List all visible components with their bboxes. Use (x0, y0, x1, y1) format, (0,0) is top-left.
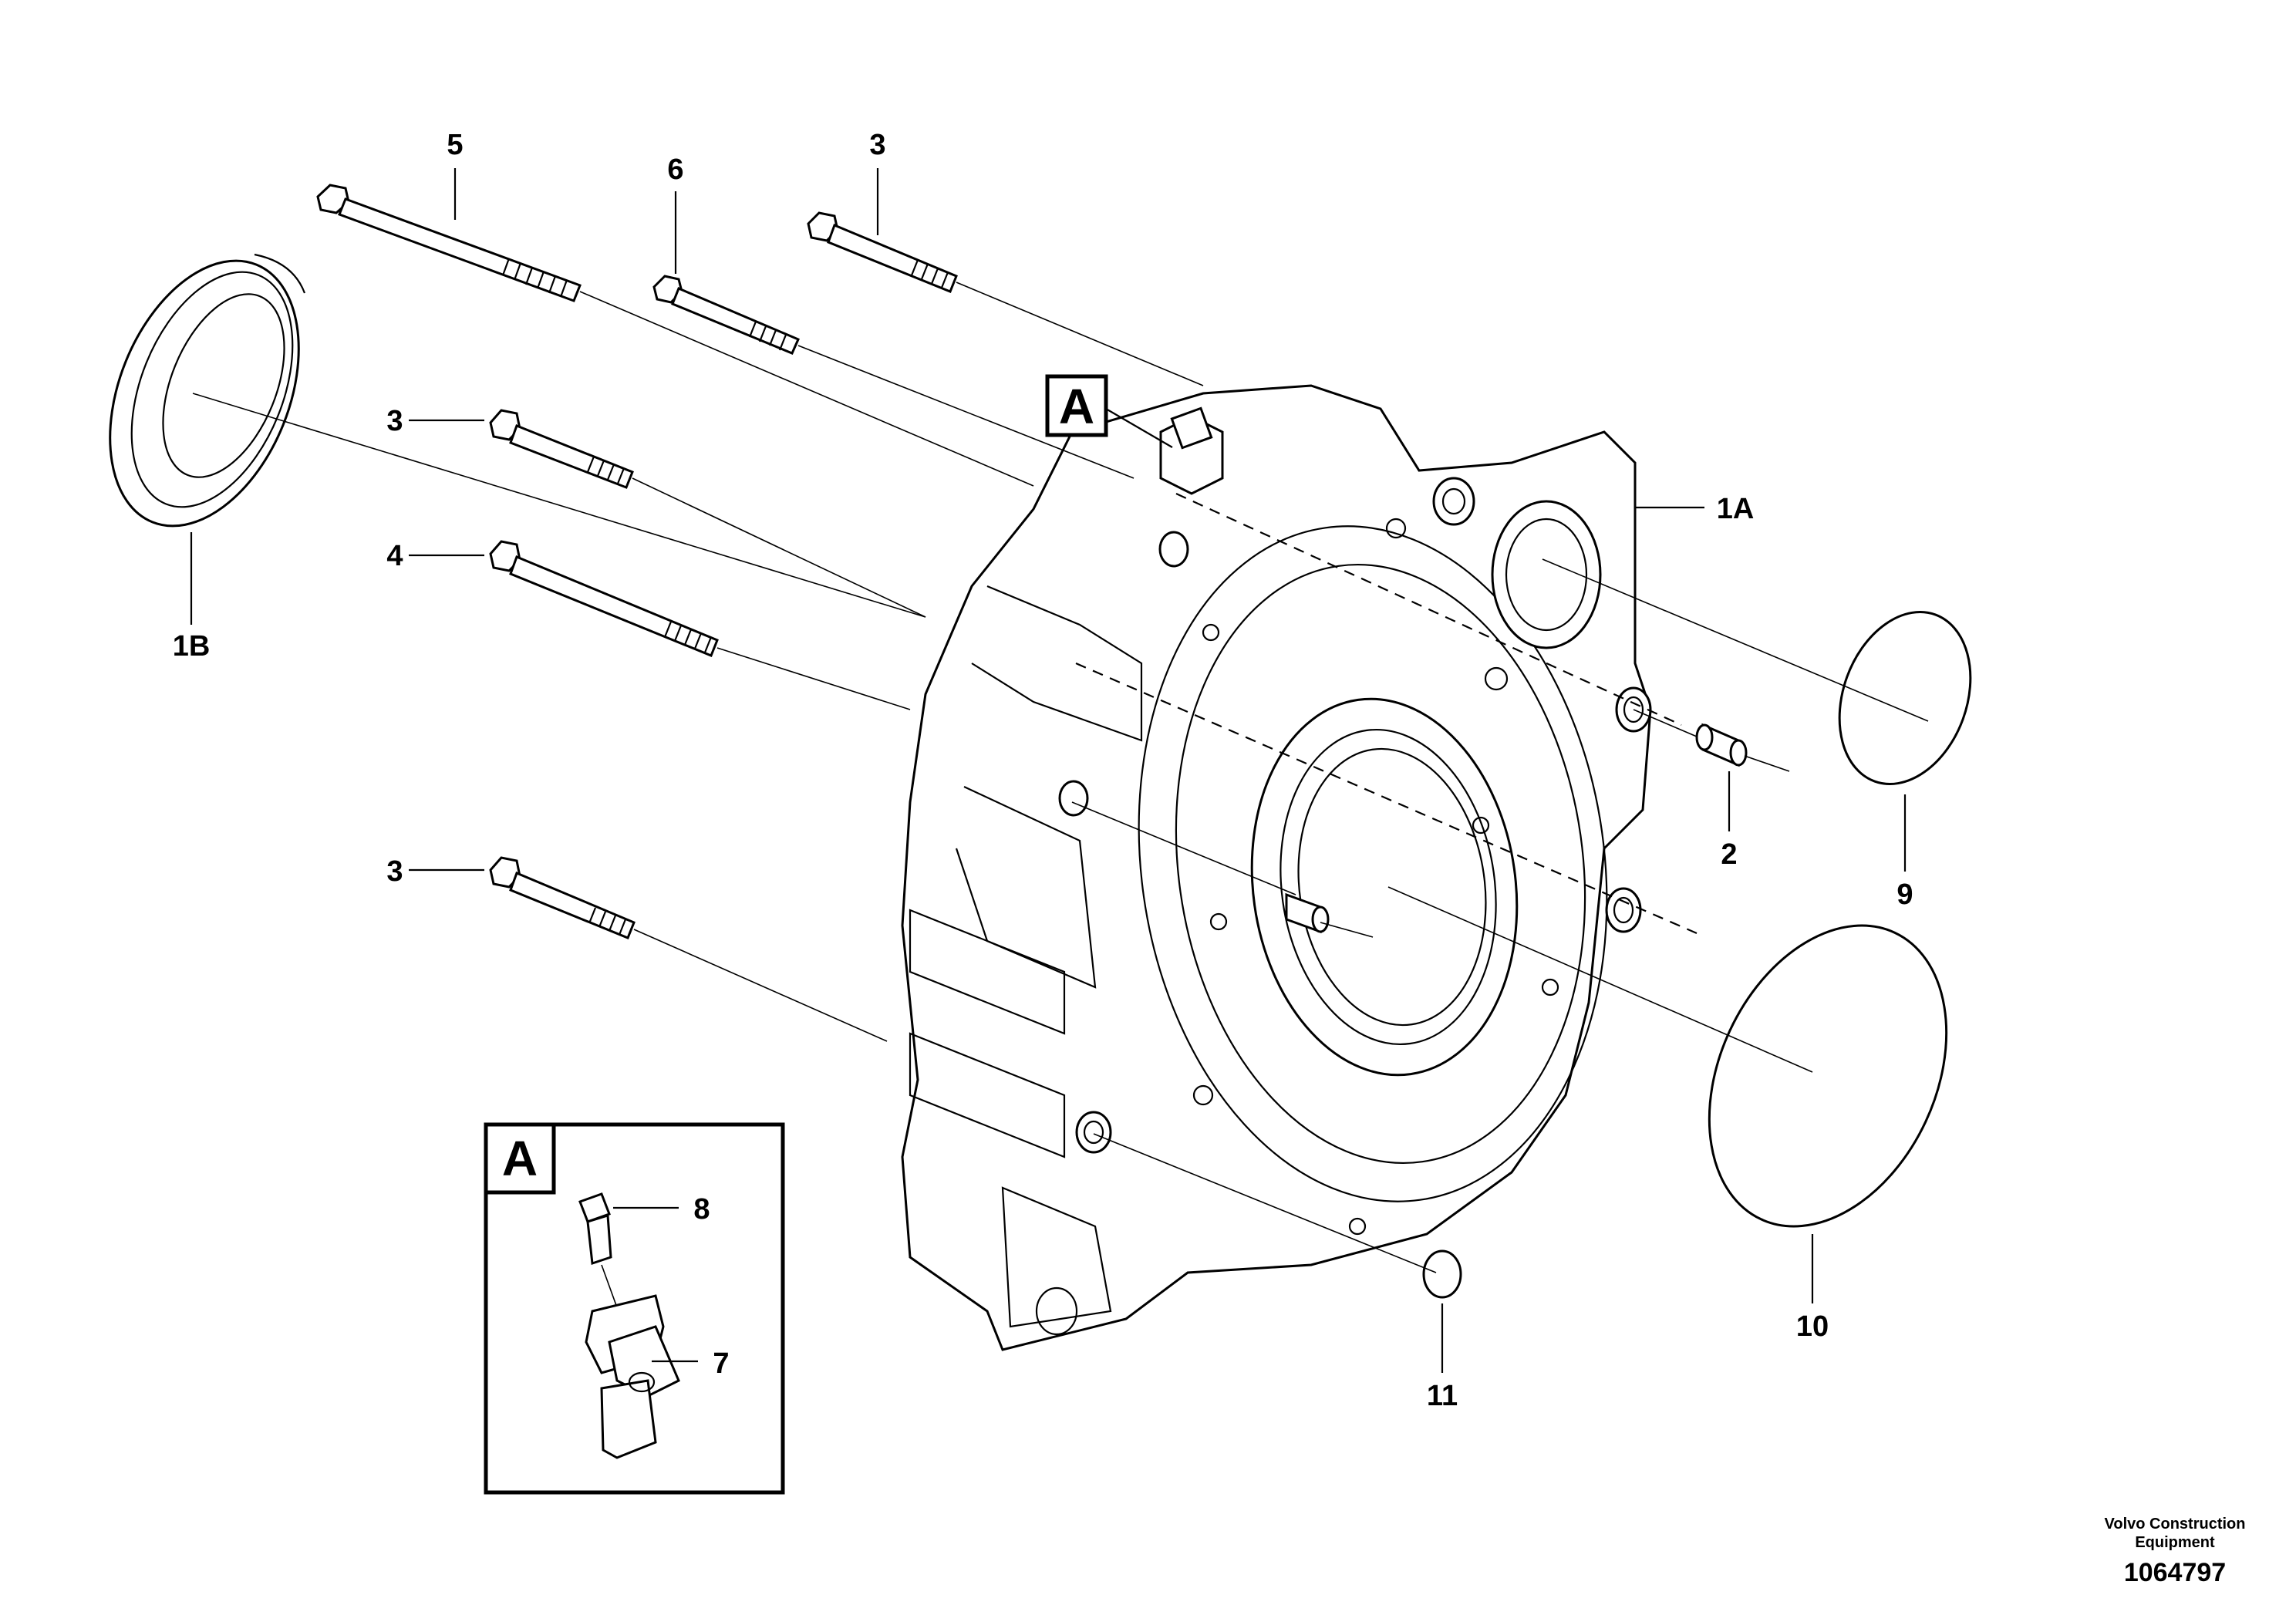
detail-marker-A-label: A (1059, 379, 1094, 434)
callout-7: 7 (713, 1347, 729, 1380)
callout-3-low: 3 (386, 855, 403, 888)
flywheel-housing-1A (901, 384, 1652, 1351)
seal-ring-1B (109, 253, 306, 528)
callout-3-mid: 3 (386, 405, 403, 437)
callout-4: 4 (386, 540, 403, 572)
bolt-6 (652, 275, 800, 355)
callout-1B: 1B (173, 630, 211, 663)
callout-10: 10 (1796, 1310, 1829, 1343)
drawing-number: 1064797 (2124, 1558, 2226, 1587)
callout-3-top: 3 (869, 129, 885, 161)
o-ring-11 (1422, 1249, 1462, 1299)
bolt-3-low (489, 856, 636, 939)
o-ring-10 (1708, 924, 1948, 1228)
bolt-5 (316, 184, 582, 302)
detail-marker-A (1045, 374, 1173, 448)
callout-1A: 1A (1717, 493, 1755, 525)
callout-11: 11 (1427, 1380, 1458, 1412)
callout-8: 8 (693, 1193, 710, 1226)
bolt-3-mid (489, 409, 634, 489)
detail-box-A-label: A (502, 1131, 538, 1186)
callout-6: 6 (667, 153, 683, 186)
assembly-lines (192, 282, 1929, 1273)
credit-line-2: Equipment (2135, 1534, 2215, 1551)
callout-leaders (190, 168, 1907, 1373)
o-ring-9 (1838, 611, 1972, 785)
bolt-3-top (807, 211, 958, 293)
callout-9: 9 (1896, 878, 1913, 911)
credit-line-1: Volvo Construction (2105, 1516, 2246, 1533)
bolt-4 (489, 540, 719, 657)
callout-5: 5 (447, 129, 463, 161)
callout-2: 2 (1721, 838, 1737, 871)
dowel-pin-2 (1695, 723, 1748, 767)
detail-box-A (484, 1122, 785, 1495)
